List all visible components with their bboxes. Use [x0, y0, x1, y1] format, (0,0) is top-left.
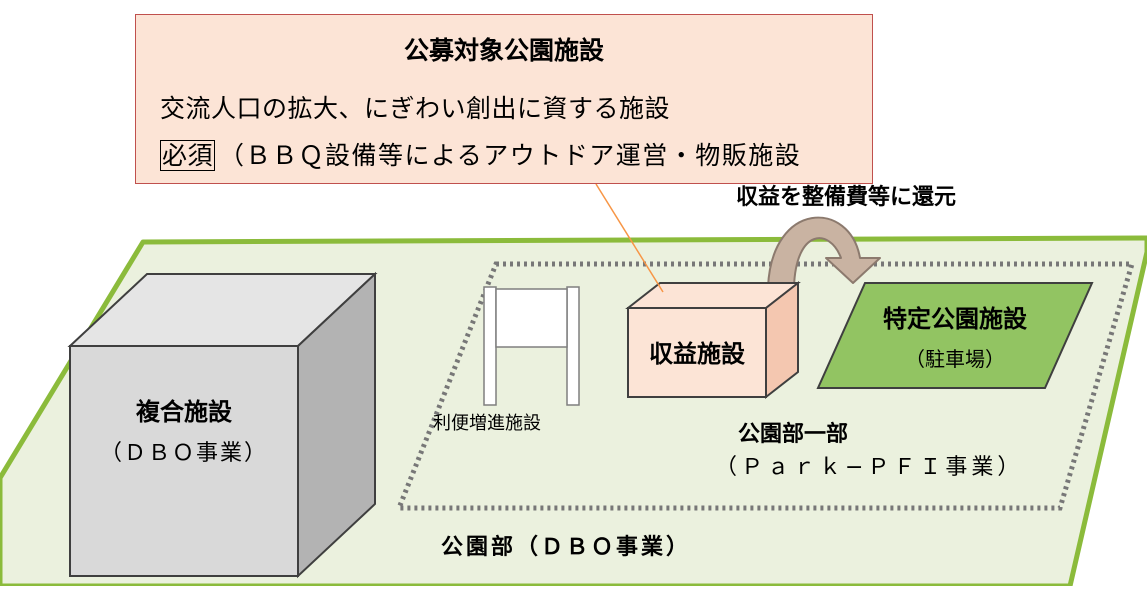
- return-arrow-icon: [767, 216, 881, 288]
- callout-pointer: [595, 183, 664, 293]
- complex-facility-name: 複合施設: [136, 398, 233, 426]
- complex-facility-box: [67, 271, 378, 579]
- convenience-facility-sign: [483, 286, 580, 406]
- required-tag: 必須: [160, 140, 216, 171]
- callout-box: 公募対象公園施設 交流人口の拡大、にぎわい創出に資する施設 必須（ＢＢＱ設備等に…: [135, 14, 873, 184]
- arrow-label: 収益を整備費等に還元: [736, 184, 956, 210]
- park-part-region: [395, 261, 1136, 511]
- complex-facility-project: （ＤＢＯ事業）: [100, 441, 268, 466]
- revenue-facility-box: [625, 280, 801, 400]
- convenience-facility-label: 利便増進施設: [433, 413, 541, 434]
- specific-facility-sub: （駐車場）: [905, 347, 1005, 371]
- park-part-project: （Ｐａｒｋ−ＰＦＩ事業）: [715, 455, 1023, 480]
- specific-facility-name: 特定公園施設: [883, 305, 1028, 333]
- callout-line2: 必須（ＢＢＱ設備等によるアウトドア運営・物販施設: [160, 136, 801, 172]
- park-label: 公園部（ＤＢＯ事業）: [441, 534, 691, 560]
- callout-line1: 交流人口の拡大、にぎわい創出に資する施設: [160, 94, 671, 123]
- callout-title: 公募対象公園施設: [403, 36, 604, 65]
- revenue-facility-label: 収益施設: [649, 340, 746, 368]
- callout-line2-text: （ＢＢＱ設備等によるアウトドア運営・物販施設: [219, 141, 802, 170]
- park-part-name: 公園部一部: [738, 421, 848, 447]
- specific-facility-shape: [816, 282, 1094, 389]
